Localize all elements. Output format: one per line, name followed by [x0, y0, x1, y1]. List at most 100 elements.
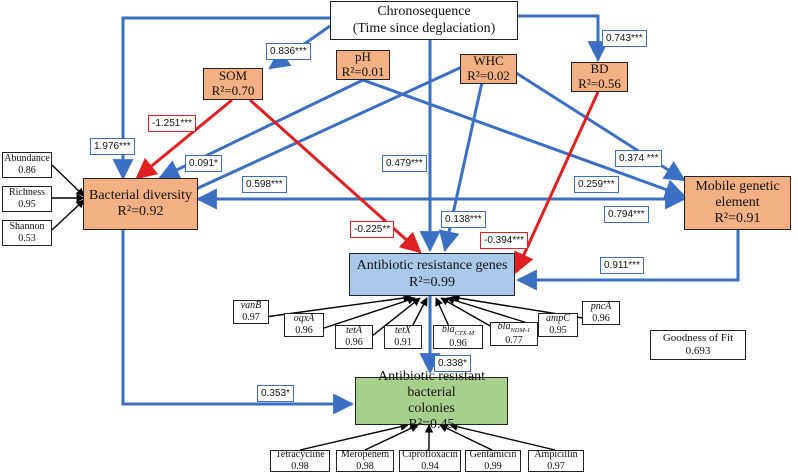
gene-blaCTX-M-value: 0.96: [449, 337, 467, 349]
gene-ampC: ampC 0.95: [538, 313, 578, 337]
coef-whc-bacdiv: 0.598***: [242, 176, 287, 193]
ph-box: pH R²=0.01: [336, 49, 390, 80]
gene-blaNDM-1-label: blaNDM-1: [497, 320, 531, 334]
coef-bd-arg: -0.394***: [480, 232, 529, 249]
antibiotic-ciprofloxacin-label: Ciprofloxacin: [402, 448, 458, 460]
gene-blaCTX-M: blaCTX-M 0.96: [433, 323, 483, 349]
bd-r2: R²=0.56: [578, 76, 621, 91]
path-bd-arg: [514, 91, 600, 274]
gene-pncA-value: 0.96: [592, 313, 610, 324]
som-r2: R²=0.70: [211, 83, 255, 98]
indicator-shannon-value: 0.53: [18, 233, 36, 244]
coef-chrono-bd: 0.743***: [602, 30, 647, 47]
antibiotic-ciprofloxacin-value: 0.94: [421, 461, 439, 472]
gene-tetA-value: 0.96: [345, 337, 363, 348]
bd-label: BD: [590, 61, 609, 77]
antibiotic-ciprofloxacin: Ciprofloxacin 0.94: [399, 448, 461, 472]
whc-label: WHC: [473, 53, 504, 69]
antibiotic-gentamicin-label: Gentamicin: [469, 448, 517, 460]
path-chrono-bd: [518, 14, 609, 63]
coef-ph-mge: 0.374 ***: [615, 150, 663, 167]
antibiotic-meropenem: Meropenem 0.98: [336, 448, 394, 472]
indicator-richness-value: 0.95: [18, 199, 36, 210]
som-label: SOM: [218, 68, 248, 84]
gene-pncA-label: pncA: [590, 300, 612, 312]
indicator-abundance: Abundance 0.86: [2, 152, 52, 178]
mge-label-2: element: [715, 194, 760, 210]
mge-r2: R²=0.91: [714, 211, 761, 227]
ph-label: pH: [355, 49, 371, 65]
path-bacdiv-arb: [121, 230, 355, 415]
antibiotic-meropenem-value: 0.98: [356, 461, 374, 472]
whc-box: WHC R²=0.02: [460, 53, 517, 84]
antibiotic-ampicillin-value: 0.97: [547, 461, 565, 472]
coef-bacdiv-mge: 0.794***: [604, 206, 649, 223]
gene-blaCTX-M-label: blaCTX-M: [441, 323, 475, 337]
antibiotic-gentamicin-value: 0.99: [484, 461, 502, 472]
arb-label-2: colonies: [408, 401, 455, 416]
coef-chrono-som: 0.836***: [266, 43, 311, 60]
bacterial-diversity-r2: R²=0.92: [117, 204, 164, 219]
arg-r2: R²=0.99: [409, 274, 455, 290]
goodness-of-fit-label: Goodness of Fit: [662, 331, 734, 344]
coef-whc-mge: 0.259***: [574, 176, 619, 193]
arb-label: Antibiotic resistant bacterial: [378, 368, 485, 400]
path-meropenem: [364, 424, 419, 451]
chronosequence-label: Chronosequence: [377, 4, 471, 20]
indicator-shannon-label: Shannon: [9, 220, 45, 232]
coef-bacdiv-arb: 0.353*: [257, 385, 294, 402]
gene-oqxA: oqxA 0.96: [284, 313, 324, 337]
path-mge-arg: [515, 230, 740, 291]
coef-chrono-bacdiv: 1.976***: [90, 138, 135, 155]
bd-box: BD R²=0.56: [571, 61, 628, 92]
coef-mge-arg: 0.911***: [600, 257, 644, 274]
gene-tetX-value: 0.91: [394, 337, 412, 348]
antibiotic-ampicillin-label: Ampicillin: [534, 448, 578, 460]
path-oqxA: [317, 296, 416, 331]
mge-box: Mobile genetic element R²=0.91: [684, 176, 791, 230]
arg-box: Antibiotic resistance genes R²=0.99: [349, 253, 515, 296]
arb-box: Antibiotic resistant bacterial colonies …: [355, 369, 508, 432]
bacterial-diversity-box: Bacterial diversity R²=0.92: [83, 178, 198, 230]
coef-whc-arg: 0.138***: [441, 211, 486, 228]
path-tetracycline: [299, 422, 409, 451]
antibiotic-ampicillin: Ampicillin 0.97: [528, 448, 584, 472]
antibiotic-tetracycline: Tetracycline 0.98: [270, 448, 330, 472]
gene-oqxA-label: oqxA: [293, 312, 315, 324]
gene-vanB-label: vanB: [240, 299, 262, 311]
gene-tetX-label: tetX: [394, 324, 412, 336]
coef-arg-arb: 0.338*: [434, 355, 471, 372]
arg-label: Antibiotic resistance genes: [356, 258, 508, 274]
antibiotic-meropenem-label: Meropenem: [340, 448, 390, 460]
gene-tetA: tetA 0.96: [335, 325, 373, 349]
indicator-richness-label: Richness: [8, 186, 46, 198]
som-box: SOM R²=0.70: [203, 68, 263, 100]
path-ph-mge: [362, 78, 686, 200]
path-shannon: [51, 199, 85, 231]
gene-vanB-value: 0.97: [242, 312, 260, 323]
gene-vanB: vanB 0.97: [233, 300, 269, 324]
indicator-abundance-label: Abundance: [4, 152, 50, 164]
gene-ampC-label: ampC: [546, 312, 570, 324]
gene-tetA-label: tetA: [345, 324, 363, 336]
arb-r2: R²=0.45: [408, 417, 455, 433]
indicator-shannon: Shannon 0.53: [2, 220, 52, 246]
antibiotic-tetracycline-label: Tetracycline: [275, 448, 325, 460]
gene-ampC-value: 0.95: [549, 325, 567, 336]
gene-oqxA-value: 0.96: [295, 325, 313, 336]
path-gentamicin: [439, 424, 493, 451]
mge-label: Mobile genetic: [695, 178, 780, 194]
path-chrono-bacdiv: [112, 16, 330, 181]
goodness-of-fit-box: Goodness of Fit 0.693: [650, 330, 746, 360]
gene-tetX: tetX 0.91: [384, 325, 422, 349]
chronosequence-sublabel: (Time since deglaciation): [352, 20, 496, 36]
gene-blaNDM-1-value: 0.77: [505, 334, 523, 346]
bacterial-diversity-label: Bacterial diversity: [88, 187, 193, 203]
path-abundance: [51, 164, 85, 197]
coef-ph-bacdiv: 0.091*: [185, 155, 222, 172]
antibiotic-tetracycline-value: 0.98: [291, 461, 309, 472]
chronosequence-box: Chronosequence (Time since deglaciation): [330, 1, 518, 40]
goodness-of-fit-value: 0.693: [685, 345, 711, 357]
whc-r2: R²=0.02: [467, 68, 510, 83]
gene-blaNDM-1: blaNDM-1 0.77: [490, 320, 538, 346]
